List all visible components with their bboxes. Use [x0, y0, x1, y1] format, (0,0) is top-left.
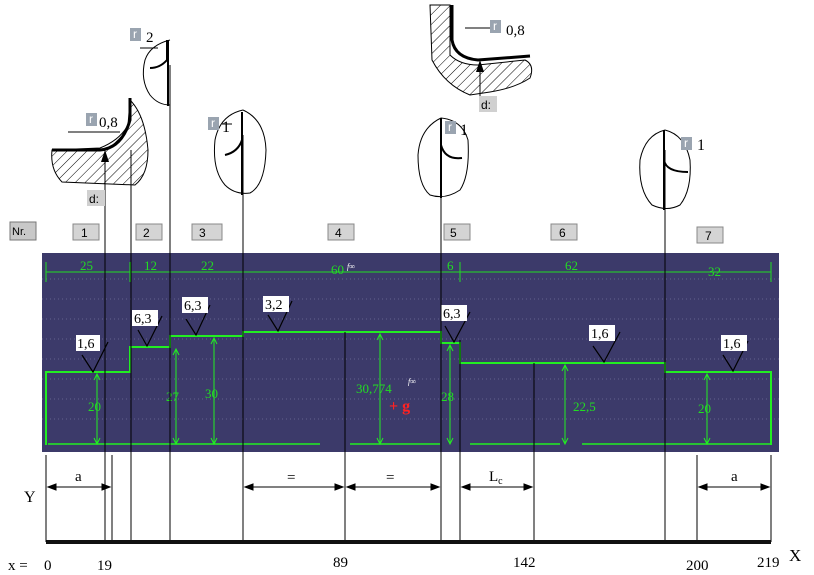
radius-tag-top-label: r: [493, 19, 497, 33]
tool-radius-1: 0,8: [99, 115, 118, 131]
radius-tag-top: [490, 20, 501, 33]
x-value-19: 19: [97, 558, 112, 574]
radius-tag-3: [208, 117, 219, 130]
height-dimensions: [93, 332, 711, 446]
radius-tag-1-label: r: [89, 112, 93, 126]
header-buttons: [9, 221, 724, 244]
section-label-5: 5: [450, 226, 457, 240]
dim-lc: Lc: [489, 469, 503, 487]
length-7: 32: [708, 264, 721, 279]
roughness-7: 1,6: [723, 337, 741, 352]
length-2: 12: [144, 258, 157, 273]
roughness-4: 3,2: [265, 298, 283, 313]
section-label-7: 7: [705, 229, 712, 243]
length-3: 22: [201, 258, 214, 273]
y-axis-label: Y: [24, 489, 36, 506]
x-value-219: 219: [757, 555, 780, 571]
dim-a-right: a: [731, 469, 738, 485]
section-label-1: 1: [81, 226, 88, 240]
section-button-2[interactable]: [135, 223, 163, 241]
radius-tag-5-label: r: [448, 120, 452, 134]
height-1: 20: [88, 399, 101, 414]
x-axis-label: X: [789, 546, 801, 565]
radius-tag-6-label: r: [684, 136, 688, 150]
tool-radius-3: 1: [222, 119, 230, 136]
section-button-5[interactable]: [443, 223, 471, 241]
section-label-3: 3: [199, 226, 206, 240]
height-7: 20: [698, 401, 711, 416]
section-button-4[interactable]: [327, 223, 355, 241]
height-5: 28: [441, 389, 454, 404]
roughness-5: 6,3: [443, 307, 461, 322]
plus-g-label: + g: [389, 398, 410, 415]
radius-tag-2: [130, 28, 141, 41]
tool-radius-5: 1: [460, 122, 468, 139]
dim-lc-sub: c: [498, 476, 503, 487]
tool-radius-2: 2: [146, 30, 154, 46]
height-2: 27: [166, 389, 180, 404]
roughness-label-boxes: [76, 296, 747, 351]
x-value-0: 0: [44, 558, 52, 574]
radius-tag-2-label: r: [133, 27, 137, 41]
roughness-3: 6,3: [184, 299, 202, 314]
bottom-dimension-arrows: [46, 483, 771, 491]
section-button-7[interactable]: [696, 226, 724, 244]
height-6: 22,5: [573, 399, 596, 414]
x-value-200: 200: [686, 558, 709, 574]
dim-a-left: a: [75, 469, 82, 485]
tool-sketch-6: [639, 129, 691, 210]
section-label-2: 2: [143, 226, 150, 240]
tool-radius-6: 1: [697, 137, 705, 154]
tool-sketch-5: [417, 117, 469, 198]
x-axis-line: [46, 540, 771, 544]
tool-sketch-3: [214, 109, 267, 195]
section-button-1[interactable]: [72, 223, 100, 241]
radius-tag-3-label: r: [211, 116, 215, 130]
radius-tag-5: [445, 121, 456, 134]
height-3: 30: [205, 386, 218, 401]
diameter-tag-top: [479, 96, 497, 112]
tolerance-mark-length: f∞: [347, 262, 355, 271]
profile-panel: [42, 253, 779, 452]
radius-tag-1: [86, 113, 97, 126]
height-4: 30,774: [356, 381, 392, 396]
roughness-6: 1,6: [591, 327, 609, 342]
x-value-142: 142: [513, 555, 536, 571]
x-value-89: 89: [333, 555, 348, 571]
section-button-6[interactable]: [550, 223, 578, 241]
length-1: 25: [80, 258, 93, 273]
nr-button[interactable]: [9, 221, 37, 241]
dim-equal-2: =: [386, 470, 394, 486]
radius-tag-6: [681, 137, 692, 150]
tool-radius-top: 0,8: [506, 23, 525, 39]
tool-sketch-top: [429, 4, 533, 112]
roughness-1: 1,6: [77, 337, 95, 352]
length-6: 62: [565, 258, 578, 273]
tool-sketch-2: [140, 39, 171, 106]
tolerance-mark-height: f∞: [408, 377, 416, 386]
diameter-tag-top-label: d:: [481, 98, 491, 112]
length-5: 6: [447, 258, 454, 273]
roughness-2: 6,3: [134, 312, 152, 327]
section-label-6: 6: [559, 226, 566, 240]
dim-lc-main: L: [489, 469, 498, 485]
panel-grid: [42, 278, 779, 420]
section-label-4: 4: [335, 226, 342, 240]
diameter-tag-1: [87, 190, 105, 206]
diameter-tag-1-label: d:: [89, 192, 99, 206]
x-prefix: x =: [8, 558, 28, 574]
length-4: 60: [331, 262, 344, 277]
nr-label: Nr.: [12, 226, 26, 238]
reference-lines: [45, 65, 772, 542]
section-button-3[interactable]: [191, 223, 223, 241]
dim-equal-1: =: [287, 470, 295, 486]
